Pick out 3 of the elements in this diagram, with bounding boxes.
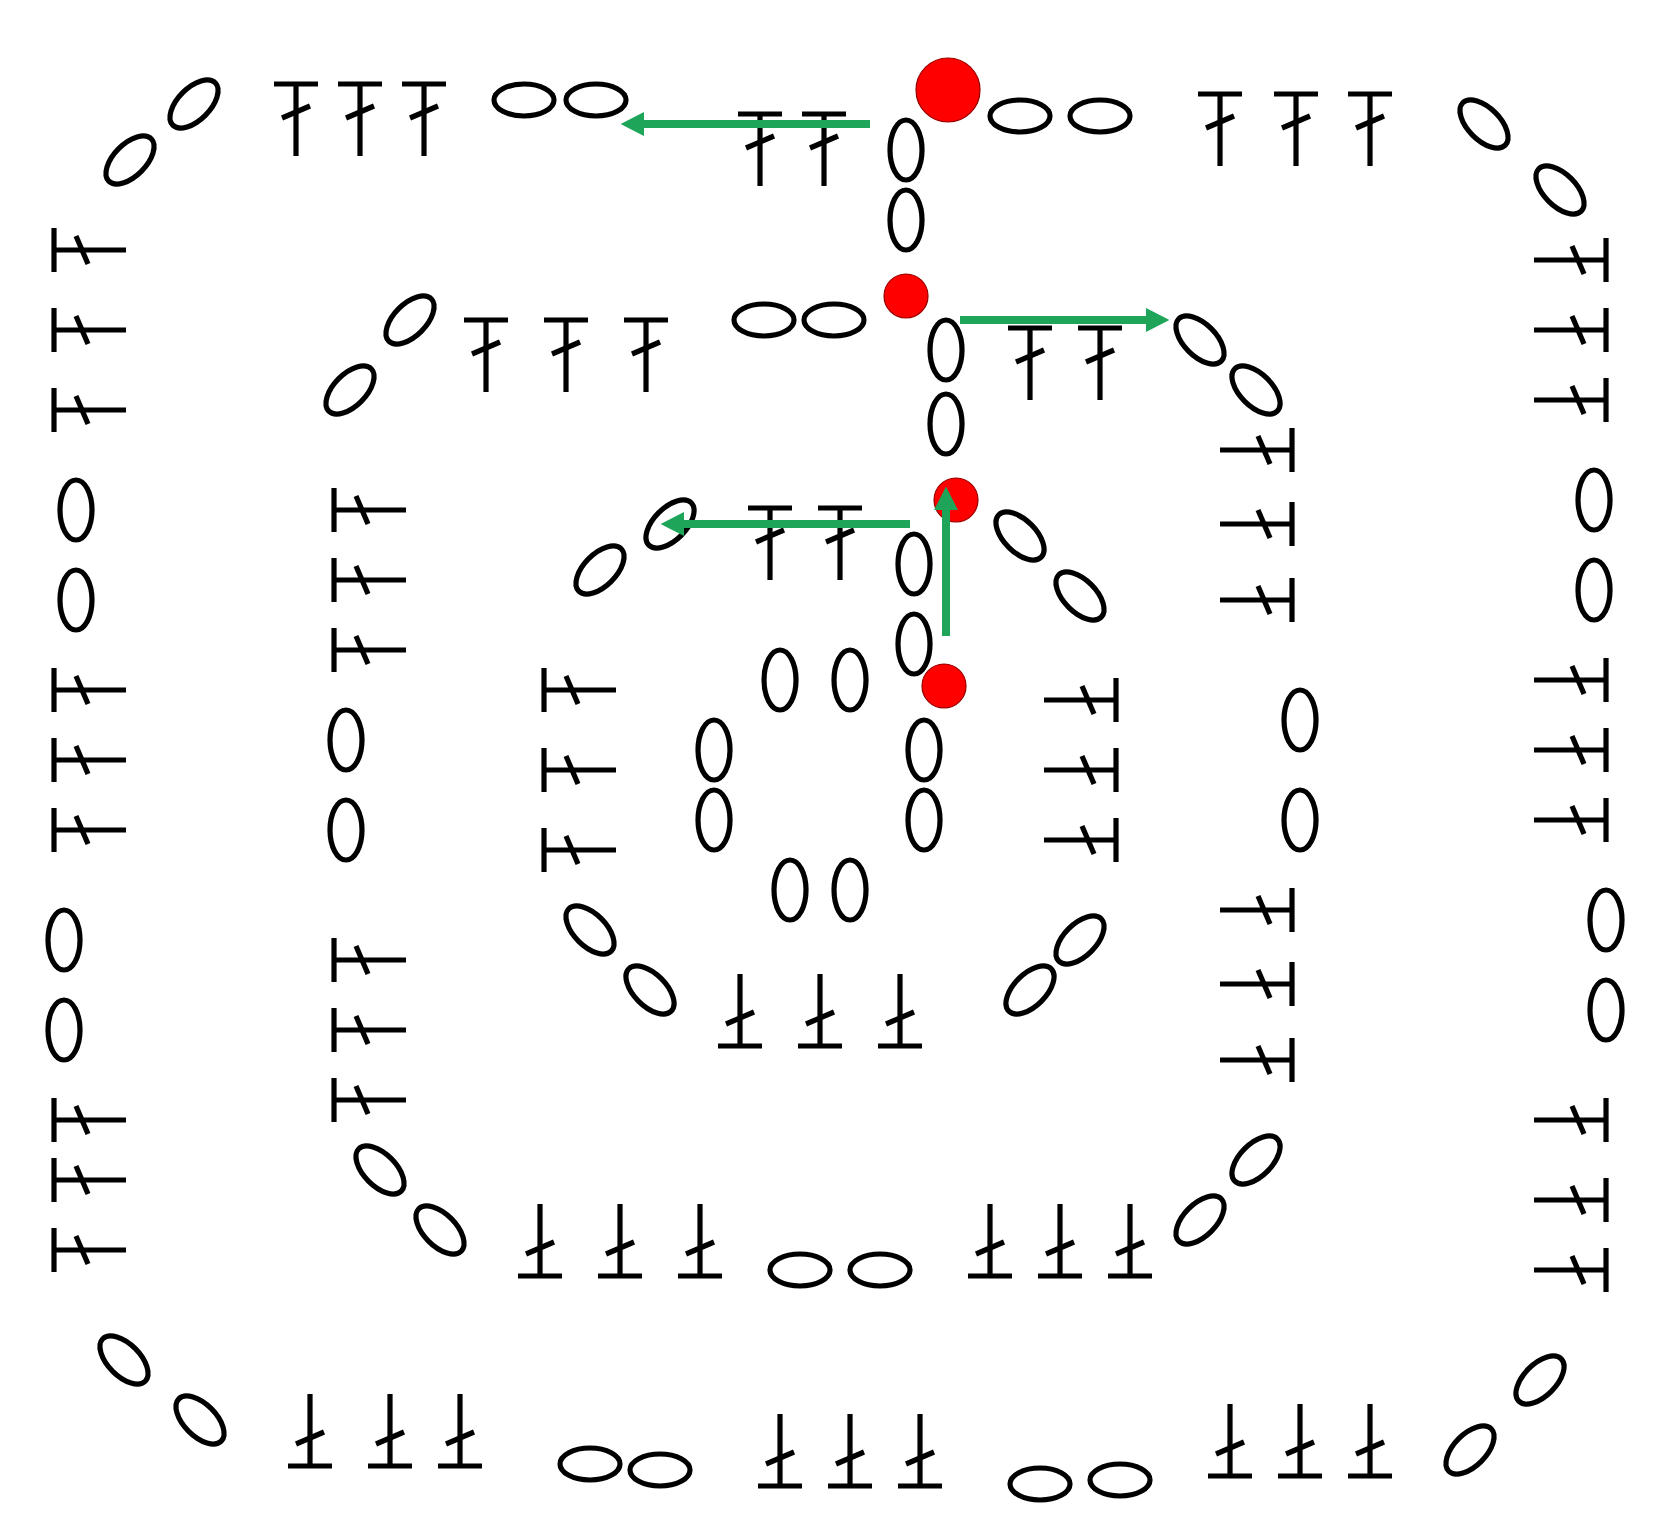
slip-stitch-dot [915, 57, 981, 123]
slip-stitch-dot [883, 273, 929, 319]
slip-stitch-dot [921, 663, 967, 709]
